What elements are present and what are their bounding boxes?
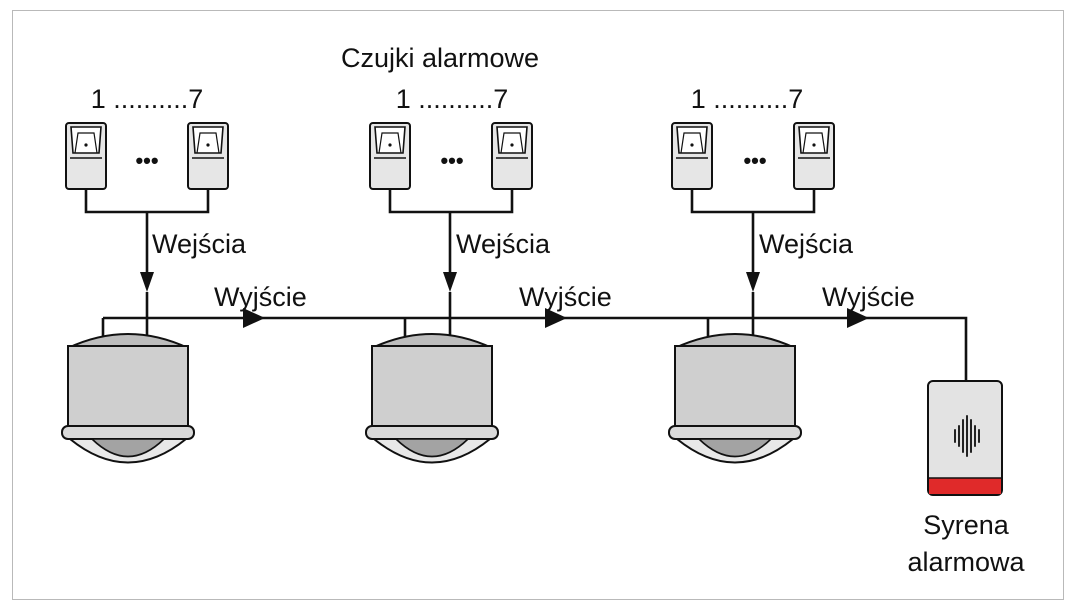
ellipsis-dots: ••• xyxy=(440,148,463,173)
output-arrow-icon xyxy=(243,308,265,328)
output-arrow-icon xyxy=(847,308,869,328)
input-arrow-icon xyxy=(746,272,760,292)
output-label: Wyjście xyxy=(519,282,612,312)
sensor-bus-line xyxy=(84,189,210,214)
sensor-range-label: 1 ..........7 xyxy=(691,84,804,114)
sensor-bus-line xyxy=(388,189,514,214)
input-label: Wejścia xyxy=(759,229,854,259)
siren-icon xyxy=(927,380,1003,496)
siren-label-line2: alarmowa xyxy=(907,547,1025,577)
sensor-group-2: 1 ..........7 ••• Wejścia Wyjście xyxy=(369,84,612,346)
motion-sensor-icon xyxy=(671,122,713,190)
output-label: Wyjście xyxy=(822,282,915,312)
output-label: Wyjście xyxy=(214,282,307,312)
sensor-group-3: 1 ..........7 ••• Wejścia Wyjście xyxy=(671,84,915,346)
input-arrow-icon xyxy=(443,272,457,292)
dome-camera-icon xyxy=(61,333,195,464)
motion-sensor-icon xyxy=(793,122,835,190)
sensor-range-label: 1 ..........7 xyxy=(396,84,509,114)
motion-sensor-icon xyxy=(65,122,107,190)
input-arrow-icon xyxy=(140,272,154,292)
input-label: Wejścia xyxy=(456,229,551,259)
sensor-group-1: 1 ..........7 ••• Wejścia Wyjście xyxy=(65,84,307,346)
diagram-frame xyxy=(12,10,1064,600)
sensor-bus-line xyxy=(690,189,816,214)
diagram-title: Czujki alarmowe xyxy=(341,43,539,73)
motion-sensor-icon xyxy=(187,122,229,190)
motion-sensor-icon xyxy=(369,122,411,190)
ellipsis-dots: ••• xyxy=(135,148,158,173)
output-arrow-icon xyxy=(545,308,567,328)
dome-camera-icon xyxy=(365,333,499,464)
dome-camera-icon xyxy=(668,333,802,464)
output-bus-line xyxy=(103,316,968,382)
ellipsis-dots: ••• xyxy=(743,148,766,173)
siren-label-line1: Syrena xyxy=(923,510,1010,540)
motion-sensor-icon xyxy=(491,122,533,190)
input-label: Wejścia xyxy=(152,229,247,259)
sensor-range-label: 1 ..........7 xyxy=(91,84,204,114)
